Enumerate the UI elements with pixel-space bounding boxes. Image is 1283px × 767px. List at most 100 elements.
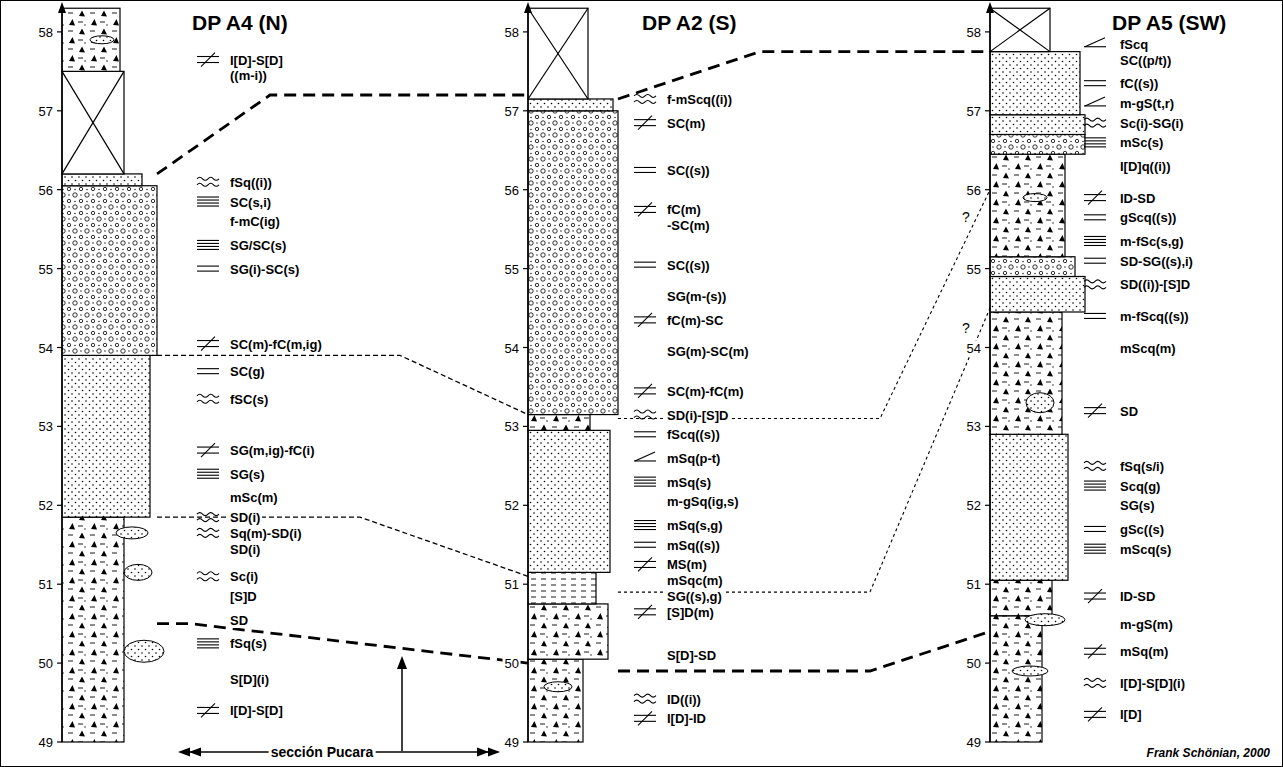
label-wrap: fSq(s) — [228, 634, 269, 652]
structure-symbol — [197, 572, 219, 581]
label-wrap: mSq(p-t) — [665, 449, 722, 467]
lithofacies-code: SG(m,ig)-fC(i) — [228, 443, 316, 458]
correlation-line — [618, 632, 990, 671]
structure-symbol — [1084, 526, 1106, 531]
lithofacies-code: fSq(s/i) — [1118, 459, 1166, 474]
author-credit: Frank Schönian, 2000 — [1145, 746, 1272, 760]
axis-number: 57 — [965, 104, 983, 119]
label-wrap: 50 — [503, 654, 521, 672]
label-wrap: 53 — [503, 417, 521, 435]
label-wrap: 51 — [503, 575, 521, 593]
missing-section-cross — [62, 71, 124, 174]
label-wrap: 54 — [37, 339, 55, 357]
stratigraphic-column: DP A5 (SW) — [990, 8, 1085, 742]
structure-symbol — [1084, 258, 1106, 263]
column-heading: DP A4 (N) — [190, 11, 290, 34]
lithofacies-code: SG(m)-SC(m) — [665, 344, 751, 359]
lithologic-column — [57, 2, 219, 742]
axis-number: 49 — [37, 735, 55, 750]
lithofacies-code: -SC(m) — [665, 218, 712, 233]
sand-lens — [124, 564, 152, 580]
bed — [990, 312, 1062, 434]
structure-symbol — [634, 477, 656, 486]
label-wrap: 50 — [965, 654, 983, 672]
lithofacies-code: f-mC(ig) — [228, 214, 282, 229]
correlation-line — [157, 624, 528, 663]
column-heading: DP A2 (S) — [640, 11, 739, 34]
bed — [528, 415, 590, 431]
structure-symbol — [197, 369, 219, 374]
column-heading-wrap: DP A5 (SW) — [1110, 12, 1228, 34]
stratigraphic-column: DP A2 (S) — [528, 8, 618, 742]
axis-number: 57 — [37, 104, 55, 119]
bed — [528, 99, 613, 111]
structure-symbol — [1084, 313, 1106, 318]
lithofacies-code: SC(m)-fC(m) — [665, 384, 746, 399]
label-wrap: sección Pucara — [269, 743, 376, 761]
lithofacies-code: fSq((i)) — [228, 175, 274, 190]
lithofacies-code: S[D]-SD — [665, 648, 718, 663]
label-wrap: ID((i)) — [665, 690, 703, 708]
bed — [528, 111, 618, 415]
bed — [528, 604, 608, 659]
label-wrap: 55 — [37, 260, 55, 278]
sand-lens — [1012, 666, 1048, 676]
lithofacies-code: mScq(s) — [1118, 542, 1173, 557]
lithofacies-code: SD(i)-[S]D — [665, 408, 730, 423]
lithofacies-code: mSc(s) — [1118, 135, 1165, 150]
axis-number: 58 — [503, 25, 521, 40]
bed — [62, 174, 142, 186]
axis-number: 54 — [37, 341, 55, 356]
lithofacies-code: I[D]-S[D](i) — [1118, 676, 1187, 691]
lithofacies-code: Sq(m)-SD(i) — [228, 526, 304, 541]
stratigraphic-column: DP A4 (N) — [62, 8, 157, 742]
bed — [62, 355, 150, 517]
label-wrap: 52 — [965, 496, 983, 514]
column-heading-wrap: DP A2 (S) — [640, 12, 739, 34]
lithofacies-code: Scq(g) — [1118, 479, 1162, 494]
label-wrap: 58 — [503, 23, 521, 41]
depth-axis — [523, 2, 532, 742]
lithofacies-code: Sc(i)-SG(i) — [1118, 116, 1186, 131]
bed — [990, 257, 1075, 277]
lithofacies-code: m-fScq((s)) — [1118, 309, 1191, 324]
lithofacies-code: mSq(p-t) — [665, 451, 722, 466]
label-wrap: gScq((s)) — [1118, 208, 1178, 226]
missing-section-cross — [528, 8, 588, 99]
sand-lens — [1026, 393, 1054, 413]
bed — [990, 115, 1085, 135]
label-wrap: Sc(i)-SG(i) — [1118, 114, 1186, 132]
lithofacies-code: m-gSq(ig,s) — [665, 494, 741, 509]
label-wrap: I[D]-S[D](i) — [1118, 674, 1187, 692]
correlation-line — [157, 95, 528, 174]
sand-lens — [544, 682, 572, 692]
axis-number: 49 — [965, 735, 983, 750]
label-wrap: I[D]-S[D] — [228, 701, 285, 719]
label-wrap: 51 — [37, 575, 55, 593]
lithofacies-code: fScq((s)) — [665, 427, 722, 442]
label-wrap: [S]D — [228, 587, 259, 605]
lithofacies-code: SC((s)) — [665, 163, 712, 178]
structure-symbol — [634, 432, 656, 437]
label-wrap: gSc((s) — [1118, 520, 1166, 538]
axis-number: 49 — [503, 735, 521, 750]
bed — [62, 8, 120, 71]
axis-number: 55 — [37, 262, 55, 277]
correlation-line — [618, 308, 990, 592]
lithofacies-code: ((m-i)) — [228, 68, 269, 83]
bed — [990, 276, 1085, 312]
label-wrap: 58 — [37, 23, 55, 41]
label-wrap: SD(i) — [228, 508, 262, 526]
label-wrap: 49 — [37, 733, 55, 751]
label-wrap: Sc(i) — [228, 567, 260, 585]
lithofacies-code: SD(i) — [228, 542, 262, 557]
label-wrap: I[D] — [1118, 705, 1144, 723]
structure-symbol — [1084, 544, 1106, 553]
lithofacies-code: SG((s),g) — [665, 589, 724, 604]
label-wrap: 53 — [37, 417, 55, 435]
label-wrap: SC(m)-fC(m) — [665, 382, 746, 400]
label-wrap: 52 — [37, 496, 55, 514]
structure-symbol — [634, 116, 656, 130]
lithofacies-code: SG(s) — [1118, 498, 1157, 513]
label-wrap: ((m-i)) — [228, 66, 269, 84]
